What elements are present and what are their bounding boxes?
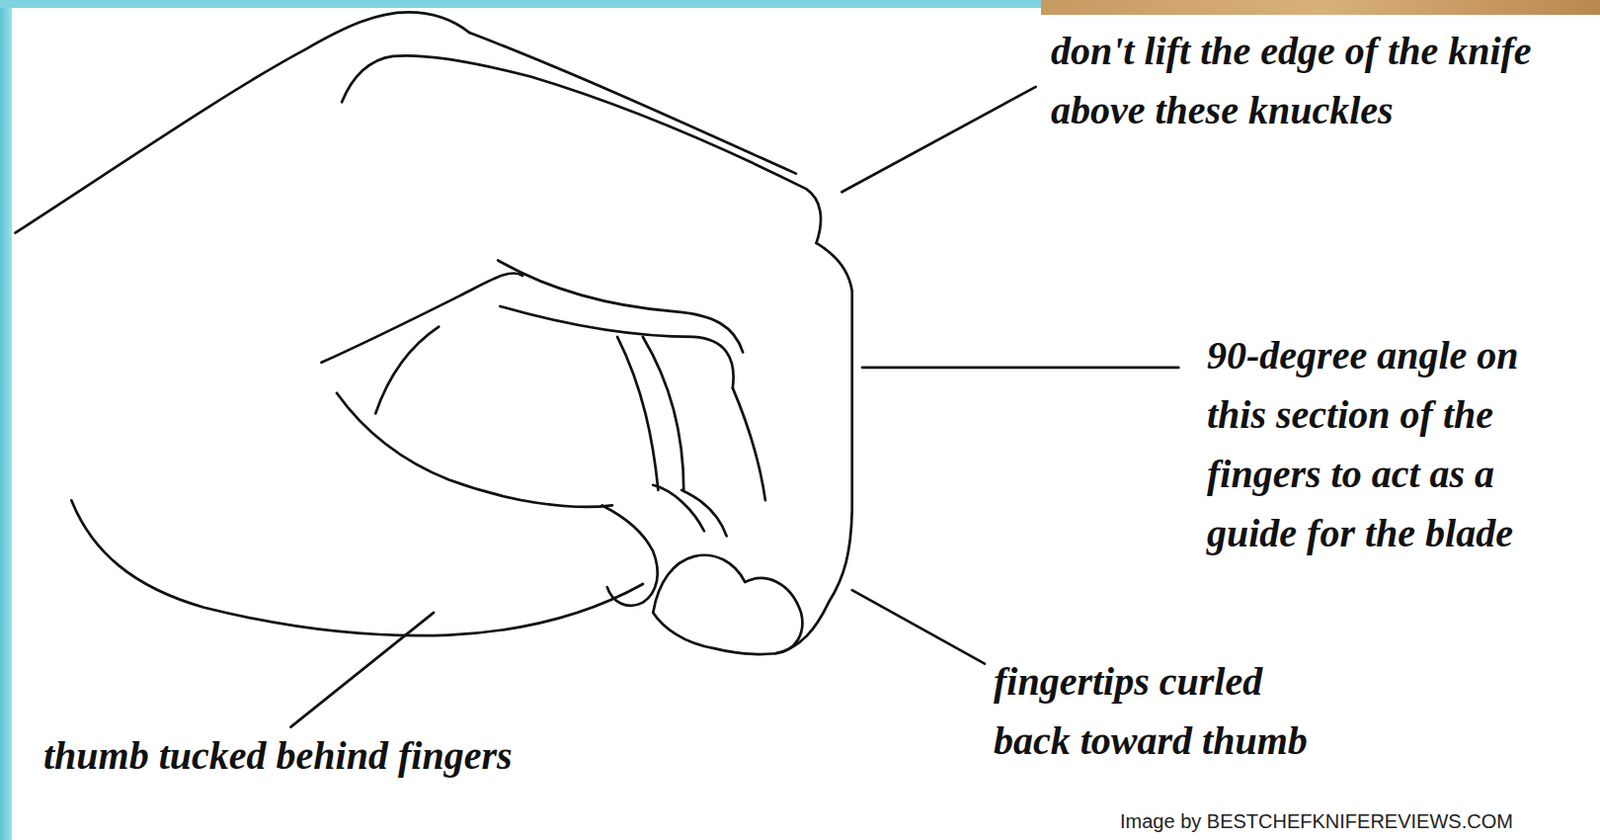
thumb-under — [336, 393, 613, 507]
finger-line — [732, 388, 766, 501]
callout-note: thumb tucked behind fingers — [43, 725, 597, 786]
thumb-top — [320, 272, 523, 362]
finger-front — [652, 242, 852, 654]
finger-line — [652, 484, 705, 531]
wood-strip — [1040, 0, 1600, 15]
callout-note: fingertips curled back toward thumb — [993, 651, 1330, 771]
thumb-line — [375, 326, 439, 414]
callout-note: don't lift the edge of the knife above t… — [1050, 21, 1535, 141]
callout-note: 90-degree angle on this section of the f… — [1206, 325, 1578, 563]
knuckle-outline — [341, 55, 821, 243]
side-strip — [0, 0, 12, 840]
finger-crease — [499, 306, 733, 389]
fingertip — [652, 555, 745, 613]
leader-line — [862, 366, 1179, 370]
finger-line — [642, 336, 684, 490]
wrist-outline — [14, 11, 470, 233]
leader-line — [841, 86, 1036, 192]
palm-outline — [71, 499, 643, 636]
leader-line — [852, 589, 985, 663]
thumb-tip — [602, 504, 658, 605]
fingertip — [744, 577, 802, 653]
image-credit: Image by BESTCHEFKNIFEREVIEWS.COM — [1120, 809, 1514, 833]
top-strip — [0, 0, 1047, 8]
finger-line — [681, 489, 726, 536]
knuckle-ridge — [469, 32, 797, 174]
leader-line — [290, 612, 434, 727]
finger-line — [617, 336, 658, 490]
